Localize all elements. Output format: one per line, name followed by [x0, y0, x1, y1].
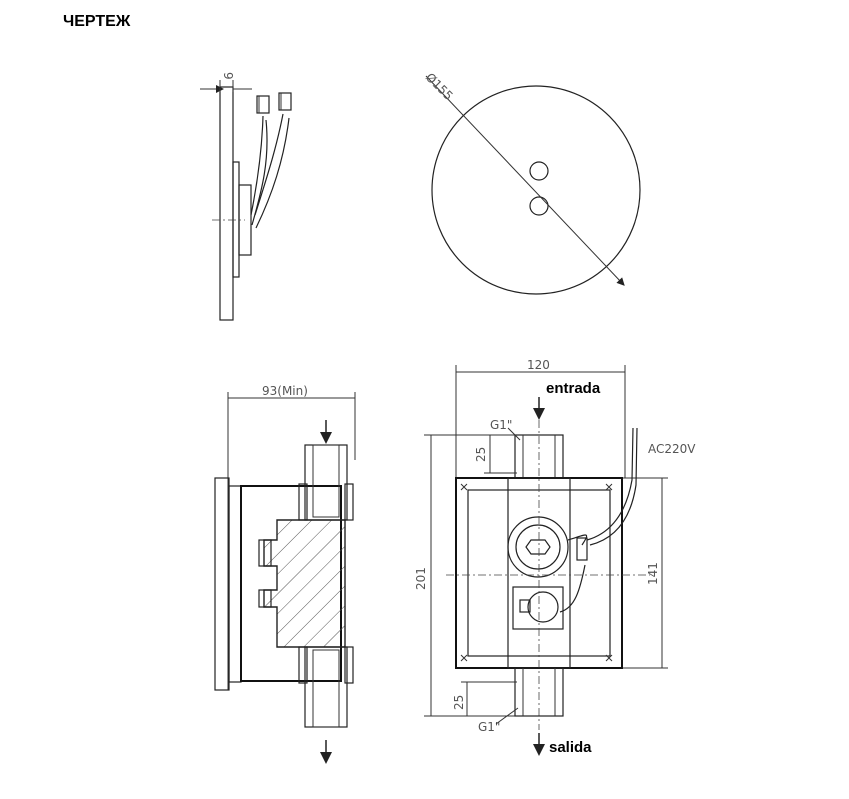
pipe-bottom-dim: 25: [452, 695, 466, 710]
power-label: AC220V: [648, 442, 696, 456]
page-title: ЧЕРТЕЖ: [63, 13, 131, 30]
plate-hole-lower: [529, 196, 549, 216]
plate-front-view: Ø155: [423, 70, 641, 295]
outlet-label: salida: [549, 739, 592, 756]
depth-dim: 93(Min): [262, 384, 308, 398]
corner-screw: [605, 654, 613, 662]
valve-front-view: 120 entrada 201 141 25 G1": [414, 358, 696, 756]
plate-boss: [232, 161, 240, 278]
connector-2: [278, 92, 292, 111]
front-outlet-pipe: [514, 667, 564, 717]
thread-top-label: G1": [490, 418, 512, 432]
diameter-dim: Ø155: [423, 70, 456, 103]
plate-edge: [219, 86, 234, 321]
plate-side-view: 9: [200, 72, 292, 321]
inner-height-dim: 141: [646, 562, 660, 585]
sensor-module: [512, 586, 564, 630]
thread-bottom-label: G1": [478, 720, 500, 734]
sensor-cable-2: [254, 113, 284, 216]
corner-screw: [460, 654, 468, 662]
solenoid-nut: [525, 539, 551, 555]
corner-screw: [460, 483, 468, 491]
connector-1: [256, 95, 270, 114]
wall-plate: [214, 477, 230, 691]
width-dim: 120: [527, 358, 550, 372]
solenoid-coil: [507, 516, 569, 578]
sensor-cable-1: [250, 115, 264, 216]
power-connector: [576, 537, 588, 561]
inlet-label: entrada: [546, 380, 601, 397]
plate-hole-upper: [529, 161, 549, 181]
diameter-dimension-line: [425, 75, 625, 286]
corner-screw: [605, 483, 613, 491]
wall-thickness-dim: 9: [221, 72, 235, 80]
power-cable: [567, 534, 588, 546]
valve-body-section: [263, 519, 346, 648]
valve-section-view: 93(Min): [214, 384, 356, 764]
pipe-top-dim: 25: [474, 447, 488, 462]
cover-plate-circle: [431, 85, 641, 295]
height-dim: 201: [414, 567, 428, 590]
